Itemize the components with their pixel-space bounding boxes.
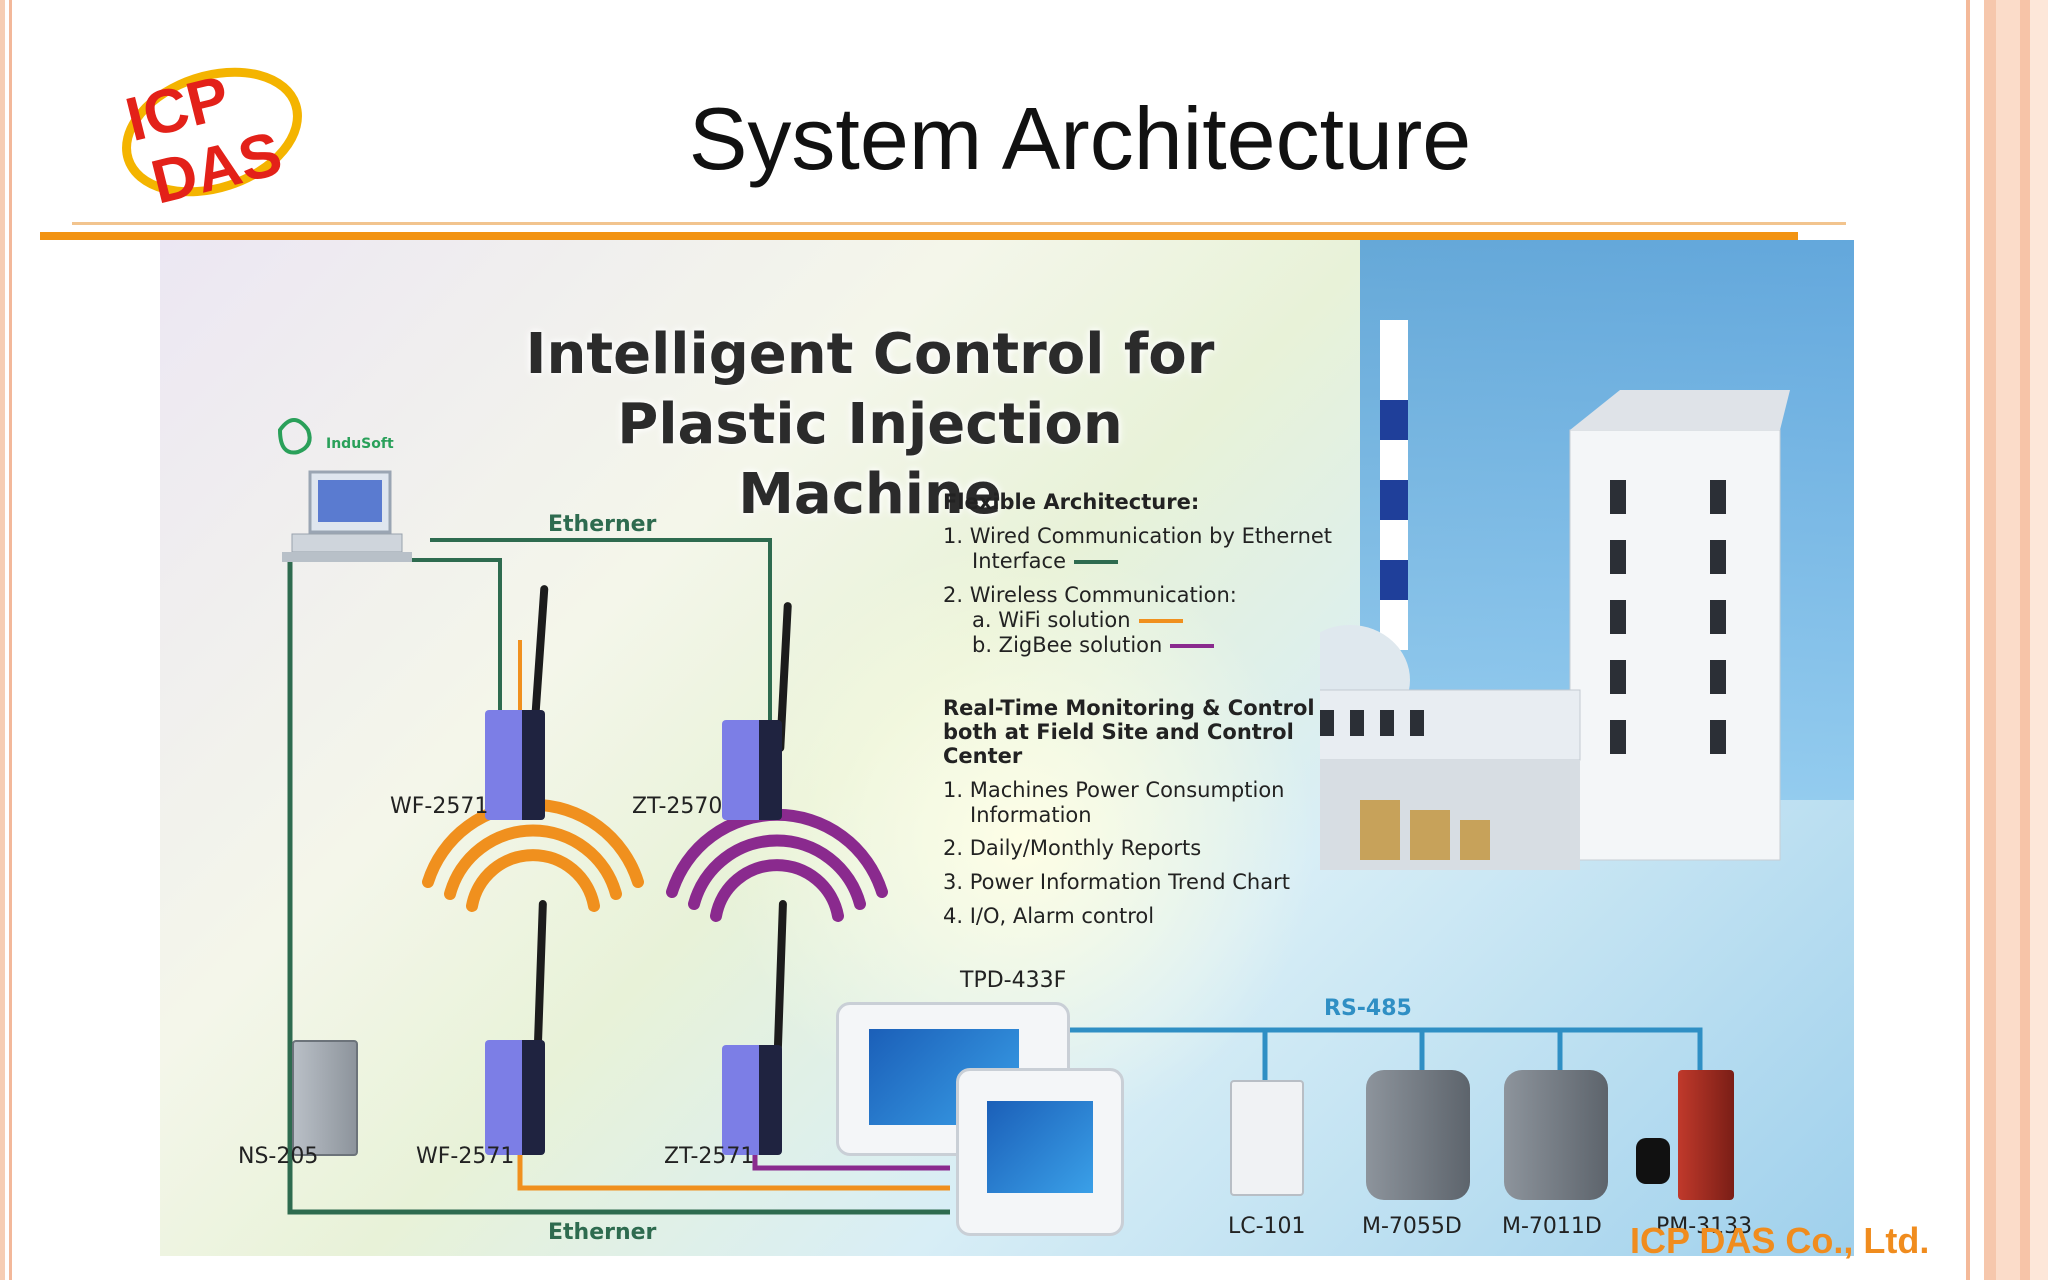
headline-line-1: Intelligent Control for [525,322,1215,387]
feature-wired: 1. Wired Communication by Ethernet [943,524,1333,548]
zt-top-label: ZT-2570 [632,794,723,819]
headline-line-2: Plastic Injection Machine [617,392,1123,527]
slide-right-border [1960,0,2048,1280]
tpd-front-screen [987,1101,1093,1193]
indusoft-pc-icon [277,418,412,562]
m-7055d-device [1366,1070,1470,1200]
feature-wifi: a. WiFi solution [972,608,1183,632]
tpd-433f-panel-front [956,1068,1124,1236]
feature-heading-flexible: Flexible Architecture: [943,490,1200,514]
feature-wireless: 2. Wireless Communication: [943,583,1237,607]
feature-heading-realtime: Real-Time Monitoring & Control both at F… [943,696,1315,768]
zt-2571-device [722,1045,782,1155]
wifi-legend-line [1138,619,1183,623]
indusoft-label: InduSoft [326,436,394,452]
feature-power-consumption: 1. Machines Power Consumption [943,778,1285,802]
zt-bottom-label: ZT-2571 [664,1144,755,1169]
wf-2571-top-device [485,710,545,820]
wf-top-label: WF-2571 [390,794,489,819]
feature-zigbee: b. ZigBee solution [972,633,1215,657]
rs485-label: RS-485 [1324,996,1412,1021]
m-7011d-device [1504,1070,1608,1200]
slide-title: System Architecture [688,89,1472,188]
feature-reports: 2. Daily/Monthly Reports [943,836,1202,860]
factory-illustration [1320,320,1790,870]
feature-trend-chart: 3. Power Information Trend Chart [943,870,1290,894]
ethernet-legend-line [1074,560,1119,564]
title-divider-thick [40,232,1798,240]
lc-101-device [1230,1080,1304,1196]
tpd-label: TPD-433F [960,968,1067,993]
diagram-headline: Intelligent Control for Plastic Injectio… [520,320,1220,530]
feature-power-information: Information [970,803,1092,827]
ethernet-bottom-label: Etherner [548,1220,657,1245]
ns-label: NS-205 [238,1144,319,1169]
architecture-diagram: Intelligent Control for Plastic Injectio… [160,240,1854,1256]
pm-3133-device [1678,1070,1734,1200]
icp-das-logo: ICP DAS [119,63,302,212]
wf-2571-bottom-device [485,1040,545,1155]
feature-alarm-control: 4. I/O, Alarm control [943,904,1155,928]
footer-company: ICP DAS Co., Ltd. [1630,1220,1930,1261]
wf-bottom-label: WF-2571 [416,1144,515,1169]
feature-wired-interface: Interface [972,549,1119,573]
title-divider-thin [72,222,1846,225]
pm-label: PM-3133 [1656,1214,1753,1239]
pm-3133-ct-sensor [1636,1138,1670,1184]
zigbee-legend-line [1170,644,1215,648]
slide-left-border [0,0,20,1280]
lc-label: LC-101 [1228,1214,1306,1239]
ethernet-top-label: Etherner [548,512,657,537]
m7011-label: M-7011D [1502,1214,1602,1239]
zt-2570-device [722,720,782,820]
ns-205-switch [292,1040,358,1156]
m7055-label: M-7055D [1362,1214,1462,1239]
